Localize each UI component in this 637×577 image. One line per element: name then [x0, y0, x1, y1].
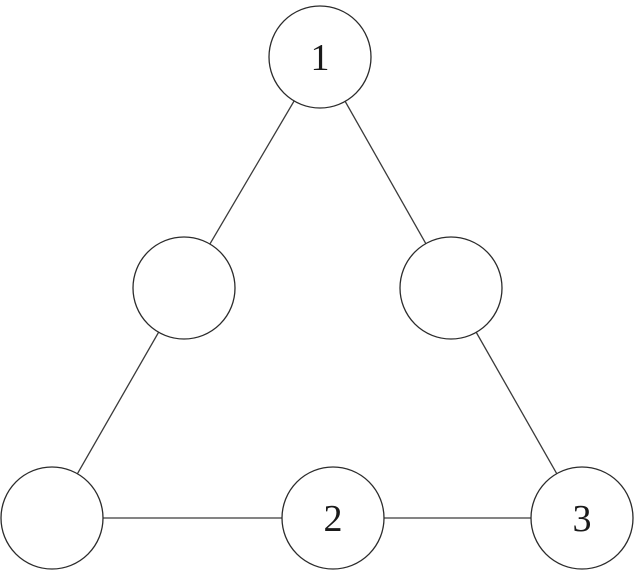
node-circle [132, 236, 236, 340]
node-bottom-middle: 2 [281, 466, 385, 570]
node-top: 1 [268, 5, 372, 109]
node-label: 1 [311, 37, 330, 79]
node-circle [530, 466, 634, 570]
node-circle [0, 466, 104, 570]
node-upper-right [399, 236, 503, 340]
node-bottom-left [0, 466, 104, 570]
node-upper-left [132, 236, 236, 340]
node-label: 3 [573, 498, 592, 540]
node-circle [281, 466, 385, 570]
node-bottom-right: 3 [530, 466, 634, 570]
node-circle [268, 5, 372, 109]
nodes-group: 1 2 3 [0, 5, 634, 570]
node-circle [399, 236, 503, 340]
node-label: 2 [324, 498, 343, 540]
